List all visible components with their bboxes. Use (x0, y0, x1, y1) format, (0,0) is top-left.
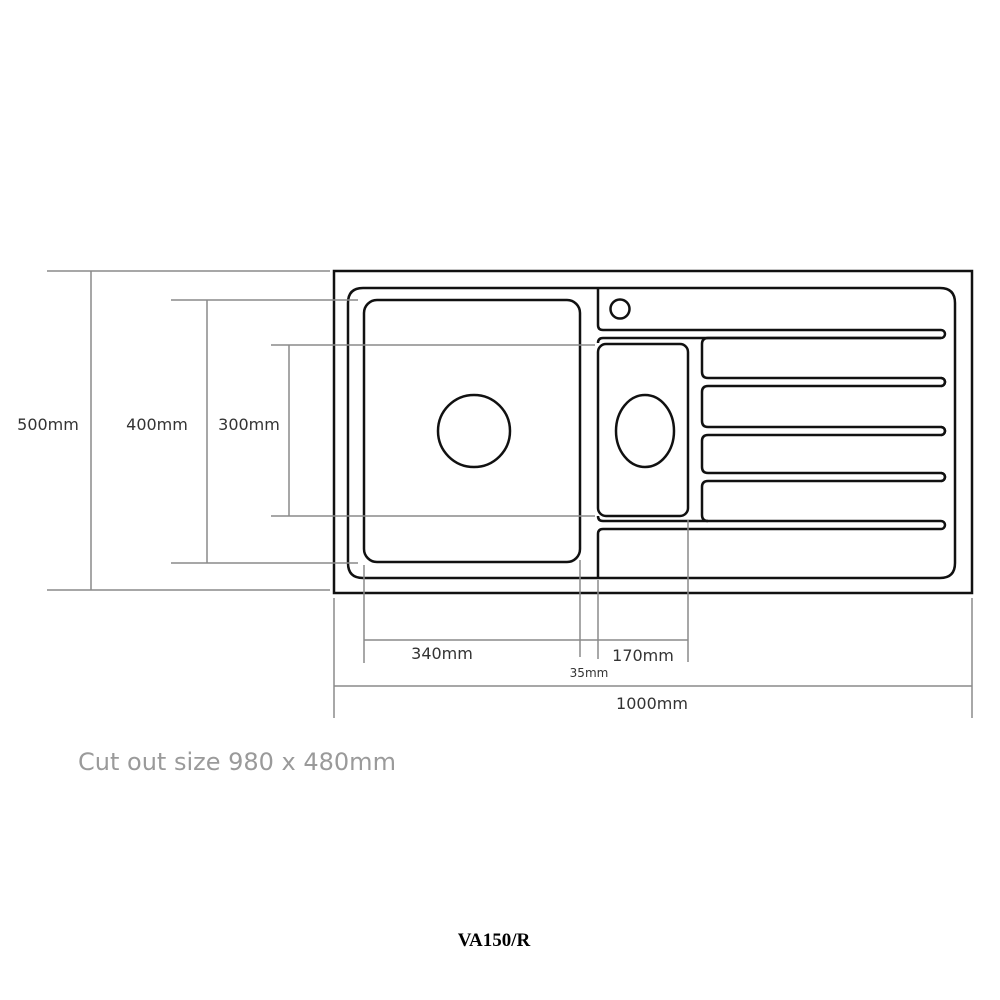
half-bowl-waste-icon (614, 393, 676, 469)
overall-height-label: 500mm (17, 415, 79, 434)
bowl-width-label: 340mm (411, 644, 473, 663)
sink-outline (332, 269, 974, 595)
overall-width-label: 1000mm (616, 694, 688, 713)
half-bowl-width-label: 170mm (612, 646, 674, 665)
cutout-note: Cut out size 980 x 480mm (78, 748, 396, 776)
sink-tray-edge (346, 286, 957, 580)
half-bowl-height-label: 300mm (218, 415, 280, 434)
bowl-height-label: 400mm (126, 415, 188, 434)
horizontal-dimensions: 340mm 35mm 170mm 1000mm (333, 520, 973, 718)
gap-width-label: 35mm (570, 666, 609, 680)
main-waste-icon (436, 393, 512, 469)
drainer-ribs (700, 336, 947, 523)
sink-outer-edge (332, 269, 974, 595)
model-label: VA150/R (458, 930, 531, 951)
half-bowl (596, 342, 690, 518)
vertical-dimensions: 500mm 400mm 300mm (10, 270, 595, 591)
main-bowl (362, 298, 582, 564)
tap-hole-icon (609, 298, 631, 320)
